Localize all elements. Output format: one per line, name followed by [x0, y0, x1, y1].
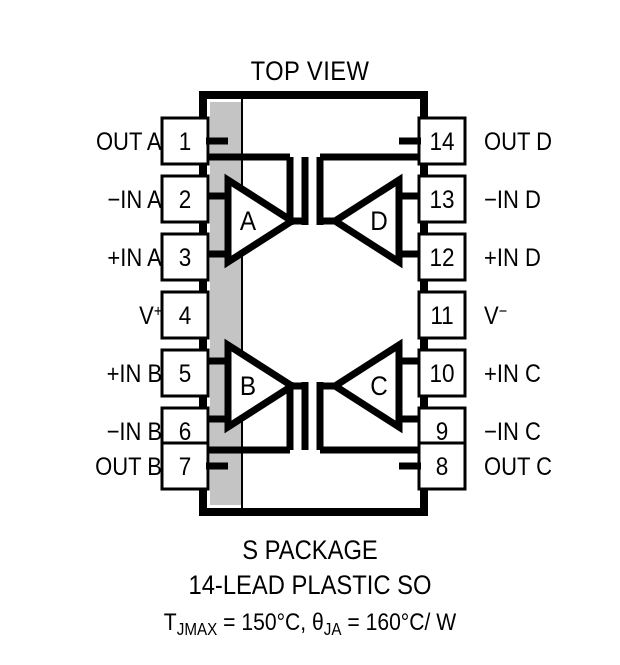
- pin-label-out-b: OUT B: [95, 455, 162, 480]
- pin-number-8: 8: [435, 453, 449, 481]
- pin-label-inv-in-d: −IN D: [484, 188, 541, 213]
- pin-number-4: 4: [178, 302, 192, 330]
- pin-number-10: 10: [429, 360, 455, 388]
- pin-label-superscript: +: [153, 302, 162, 321]
- pin-label-inv-in-b: −IN B: [106, 420, 162, 445]
- pin-label-text: −IN C: [484, 418, 541, 446]
- thermal-t-subscript: JMAX: [176, 618, 218, 639]
- pin-number-9: 9: [435, 418, 449, 446]
- amp-c: [322, 338, 421, 434]
- pin-number-6: 6: [178, 418, 192, 446]
- amp-label-d: D: [370, 206, 388, 236]
- thermal-theta-value: = 160°C/ W: [341, 609, 457, 636]
- thermal-theta-symbol: θ: [312, 609, 324, 636]
- pin-label-out-a: OUT A: [96, 130, 162, 155]
- pin-label-text: OUT C: [484, 453, 553, 481]
- pin-label-noninv-in-d: +IN D: [484, 246, 541, 271]
- caption-package-name: S PACKAGE: [242, 535, 378, 565]
- pin-label-text: −IN D: [484, 186, 541, 214]
- pin-label-text: −IN B: [106, 418, 162, 446]
- pin-number-2: 2: [178, 186, 192, 214]
- pin-label-text: +IN A: [107, 244, 162, 272]
- pin-boxes-right: [417, 116, 467, 491]
- pin-label-text: OUT A: [96, 128, 162, 156]
- thermal-theta-subscript: JA: [323, 618, 342, 639]
- amp-b: [206, 338, 305, 434]
- pin-number-1: 1: [178, 128, 192, 156]
- pin-label-out-d: OUT D: [484, 130, 552, 155]
- pin-number-5: 5: [178, 360, 192, 388]
- pin-label-text: +IN B: [106, 360, 162, 388]
- pin-label-text: +IN D: [484, 244, 541, 272]
- pin-number-14: 14: [429, 128, 455, 156]
- pin-label-text: OUT B: [95, 453, 162, 481]
- thermal-t-value: = 150°C,: [217, 609, 313, 636]
- amp-a: [206, 173, 305, 269]
- pin-label-inv-in-a: −IN A: [108, 188, 162, 213]
- caption-thermal-spec: TJMAX = 150°C, θJA = 160°C/ W: [37, 609, 583, 637]
- pin-label-vminus: V−: [484, 302, 508, 330]
- pin-label-text: OUT D: [484, 128, 553, 156]
- internal-traces: [206, 153, 421, 454]
- pin-number-3: 3: [178, 244, 192, 272]
- pin-label-inv-in-c: −IN C: [484, 420, 541, 445]
- pin-label-noninv-in-a: +IN A: [108, 246, 162, 271]
- amp-label-b: B: [239, 371, 257, 401]
- pin-label-text: V: [138, 302, 154, 330]
- pin-number-7: 7: [178, 453, 192, 481]
- pin-connection-stubs: [206, 137, 421, 470]
- pin-label-text: +IN C: [484, 360, 541, 388]
- pin-label-text: −IN A: [107, 186, 162, 214]
- pin-label-out-c: OUT C: [484, 455, 552, 480]
- pin-label-vplus: V+: [138, 302, 162, 330]
- pin-number-12: 12: [429, 244, 455, 272]
- pin-label-noninv-in-b: +IN B: [106, 362, 162, 387]
- pin-label-superscript: −: [498, 302, 508, 321]
- pin-number-11: 11: [430, 302, 454, 330]
- pin-number-13: 13: [429, 186, 455, 214]
- amp-label-a: A: [239, 206, 257, 236]
- package-notch-strip: [210, 102, 242, 505]
- pin-label-noninv-in-c: +IN C: [484, 362, 541, 387]
- diagram-title: TOP VIEW: [250, 56, 370, 86]
- amp-d: [322, 173, 421, 269]
- pin-label-text: V: [484, 302, 499, 330]
- caption-package-type: 14-LEAD PLASTIC SO: [188, 570, 432, 600]
- thermal-t-symbol: T: [163, 609, 177, 636]
- amp-label-c: C: [370, 371, 388, 401]
